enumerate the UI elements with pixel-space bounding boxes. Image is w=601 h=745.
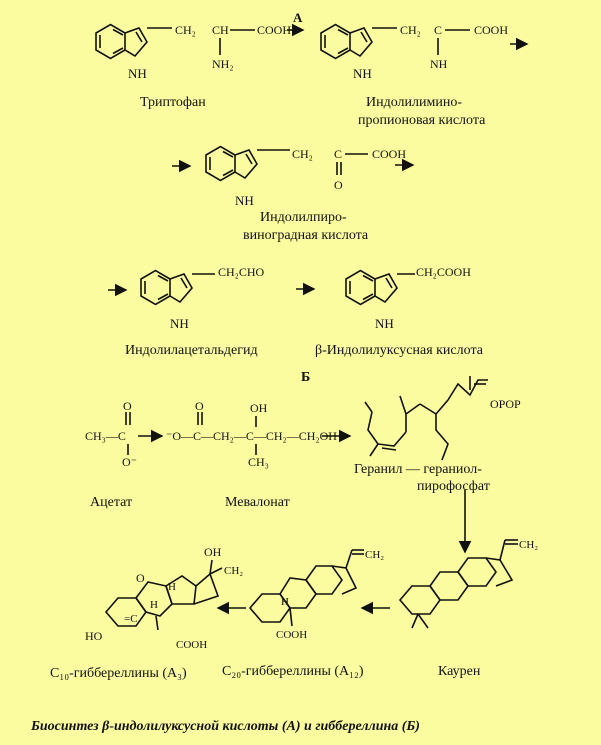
svg-text:⁻O—C—CH₂—C—CH₂—CH₂OH: ⁻O—C—CH₂—C—CH₂—CH₂OH xyxy=(166,429,337,443)
iaa-structure: CH₂COOH NH xyxy=(345,265,471,331)
svg-text:O: O xyxy=(195,399,204,413)
mevalonate-structure: ⁻O—C—CH₂—C—CH₂—CH₂OH O OH CH₃ xyxy=(166,399,337,469)
svg-text:NH: NH xyxy=(430,57,448,71)
ggpp-label-2: пирофосфат xyxy=(417,479,490,494)
svg-text:COOH: COOH xyxy=(474,23,508,37)
acetate-structure: CH₃—C O O⁻ xyxy=(85,399,137,469)
section-a-label: А xyxy=(293,10,303,25)
svg-text:NH: NH xyxy=(375,316,394,331)
svg-text:CH₂CHO: CH₂CHO xyxy=(218,265,265,279)
svg-text:COOH: COOH xyxy=(372,147,406,161)
svg-text:OPOP: OPOP xyxy=(490,397,521,411)
svg-text:CH₃: CH₃ xyxy=(248,455,269,469)
indolylpyro-label-1: Индолилпиро- xyxy=(260,210,347,225)
svg-text:OH: OH xyxy=(204,545,222,559)
svg-text:NH: NH xyxy=(353,66,372,81)
kaurene-structure xyxy=(398,539,518,629)
svg-text:C: C xyxy=(434,23,442,37)
svg-text:NH: NH xyxy=(235,193,254,208)
svg-text:O: O xyxy=(334,178,343,192)
svg-text:H: H xyxy=(281,596,289,608)
c20-gibberellin-structure xyxy=(248,549,364,627)
svg-text:O: O xyxy=(123,399,132,413)
figure-caption: Биосинтез β-индолилуксусной кислоты (А) … xyxy=(31,719,420,734)
ggpp-structure xyxy=(364,376,488,461)
svg-text:NH: NH xyxy=(170,316,189,331)
c10-gibberellin-structure xyxy=(104,559,223,631)
svg-text:CH₂: CH₂ xyxy=(519,539,538,551)
iaa-label: β-Индолилуксусная кислота xyxy=(315,343,483,358)
cooh-text: COOH xyxy=(257,23,291,37)
kaurene-label: Каурен xyxy=(438,664,481,679)
svg-text:CH₃—C: CH₃—C xyxy=(85,429,126,443)
indolylacetaldehyde-label: Индолилацетальдегид xyxy=(125,343,258,358)
svg-text:COOH: COOH xyxy=(176,639,207,651)
svg-text:CH₂COOH: CH₂COOH xyxy=(416,265,471,279)
ch-text: CH xyxy=(212,23,229,37)
svg-text:O: O xyxy=(136,571,145,585)
svg-text:CH₂: CH₂ xyxy=(224,565,243,577)
nh2-text: NH₂ xyxy=(212,57,234,71)
mevalonate-label: Мевалонат xyxy=(225,495,290,510)
svg-text:H: H xyxy=(150,599,158,611)
c10-gibberellins-label: C₁₀-гиббереллины (A₃) xyxy=(50,666,187,681)
section-b-label: Б xyxy=(301,370,311,385)
ggpp-label-1: Геранил — гераниол- xyxy=(354,462,482,477)
tryptophan-label: Триптофан xyxy=(140,95,206,110)
svg-text:OH: OH xyxy=(250,401,268,415)
c20-gibberellins-label: C₂₀-гиббереллины (A₁₂) xyxy=(222,664,364,679)
acetate-label: Ацетат xyxy=(90,495,133,510)
svg-text:H: H xyxy=(168,581,176,593)
indolylimino-label-2: пропионовая кислота xyxy=(358,113,486,128)
indolylimino-structure: CH₂ C COOH NH NH xyxy=(320,23,508,81)
svg-text:HO: HO xyxy=(85,629,103,643)
indolylpyro-label-2: виноградная кислота xyxy=(243,228,369,243)
svg-text:O⁻: O⁻ xyxy=(122,455,137,469)
indolylimino-label-1: Индолилимино- xyxy=(366,95,463,110)
tryptophan-structure: CH₂ CH COOH NH₂ NH xyxy=(95,23,291,81)
indolylacetaldehyde-structure: CH₂CHO NH xyxy=(140,265,265,331)
svg-text:=C: =C xyxy=(124,613,138,625)
svg-text:CH₂: CH₂ xyxy=(292,147,313,161)
svg-text:CH₂: CH₂ xyxy=(400,23,421,37)
svg-text:C: C xyxy=(334,147,342,161)
svg-text:CH₂: CH₂ xyxy=(365,549,384,561)
indolylpyruvic-structure: CH₂ C COOH O NH xyxy=(205,145,406,208)
indole-nh-text: NH xyxy=(128,66,147,81)
ch2-text: CH₂ xyxy=(175,23,196,37)
svg-text:COOH: COOH xyxy=(276,629,307,641)
